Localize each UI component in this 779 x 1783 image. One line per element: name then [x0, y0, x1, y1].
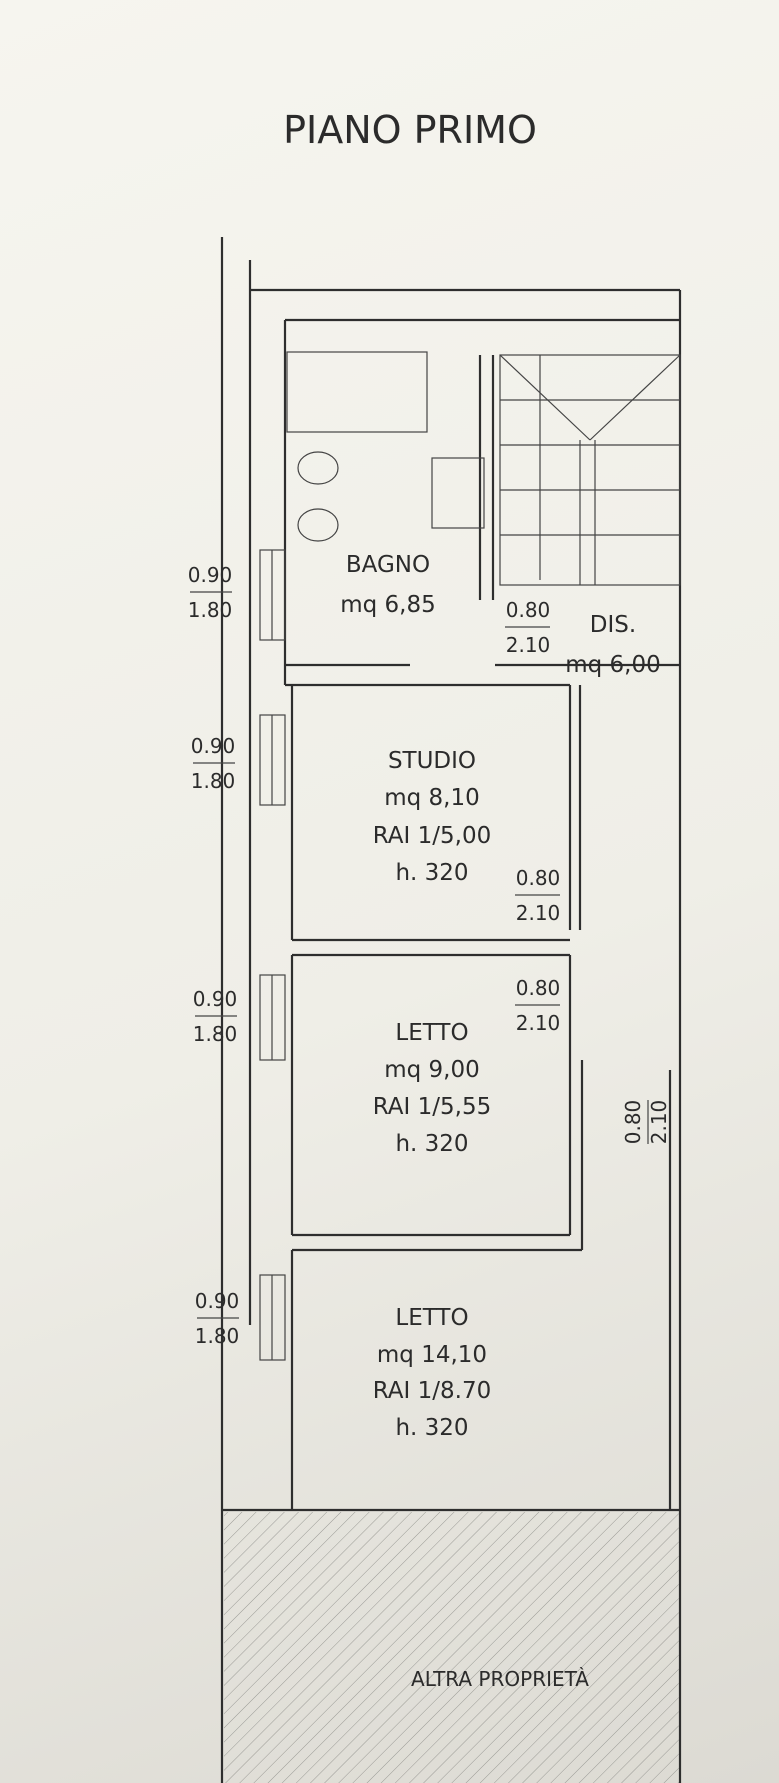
bathroom-fixtures	[286, 351, 485, 542]
svg-text:mq 6,00: mq 6,00	[565, 652, 661, 678]
room-studio: STUDIO mq 8,10 RAI 1/5,00 h. 320	[373, 748, 491, 886]
room-bagno: BAGNO mq 6,85	[340, 552, 436, 618]
svg-text:h. 320: h. 320	[395, 1131, 468, 1157]
svg-text:0.80: 0.80	[506, 598, 551, 622]
svg-text:RAI 1/8.70: RAI 1/8.70	[373, 1378, 491, 1404]
room-dis: DIS. mq 6,00	[565, 612, 661, 678]
svg-text:2.10: 2.10	[506, 633, 551, 657]
svg-text:h. 320: h. 320	[395, 1415, 468, 1441]
svg-text:STUDIO: STUDIO	[388, 748, 476, 774]
other-property-label: ALTRA PROPRIETÀ	[411, 1667, 589, 1691]
plan-title: PIANO PRIMO	[283, 108, 537, 152]
svg-text:RAI 1/5,55: RAI 1/5,55	[373, 1094, 491, 1120]
svg-text:2.10: 2.10	[516, 901, 561, 925]
svg-text:DIS.: DIS.	[590, 612, 636, 638]
svg-text:LETTO: LETTO	[395, 1020, 468, 1046]
svg-text:0.90: 0.90	[188, 563, 233, 587]
svg-text:BAGNO: BAGNO	[346, 552, 430, 578]
svg-text:1.80: 1.80	[191, 769, 236, 793]
svg-text:1.80: 1.80	[195, 1324, 240, 1348]
svg-text:h. 320: h. 320	[395, 860, 468, 886]
svg-text:0.90: 0.90	[195, 1289, 240, 1313]
svg-text:0.80: 0.80	[516, 866, 561, 890]
svg-text:RAI 1/5,00: RAI 1/5,00	[373, 823, 491, 849]
svg-text:0.80: 0.80	[621, 1100, 645, 1145]
room-letto-1: LETTO mq 9,00 RAI 1/5,55 h. 320	[373, 1020, 491, 1157]
window-marks	[259, 549, 286, 1361]
svg-text:2.10: 2.10	[647, 1100, 671, 1145]
svg-text:mq 6,85: mq 6,85	[340, 592, 436, 618]
svg-text:0.90: 0.90	[191, 734, 236, 758]
svg-text:mq 8,10: mq 8,10	[384, 785, 480, 811]
room-letto-2: LETTO mq 14,10 RAI 1/8.70 h. 320	[373, 1305, 491, 1441]
window-labels: 0.90 1.80 0.90 1.80 0.90 1.80 0.90 1.80	[188, 563, 240, 1348]
svg-text:mq 9,00: mq 9,00	[384, 1057, 480, 1083]
svg-text:1.80: 1.80	[193, 1022, 238, 1046]
svg-text:0.80: 0.80	[516, 976, 561, 1000]
staircase	[499, 354, 681, 586]
other-property-hatch	[224, 1512, 679, 1783]
walls	[220, 237, 682, 1783]
svg-text:0.90: 0.90	[193, 987, 238, 1011]
svg-text:mq 14,10: mq 14,10	[377, 1342, 487, 1368]
svg-text:2.10: 2.10	[516, 1011, 561, 1035]
svg-text:1.80: 1.80	[188, 598, 233, 622]
svg-text:LETTO: LETTO	[395, 1305, 468, 1331]
